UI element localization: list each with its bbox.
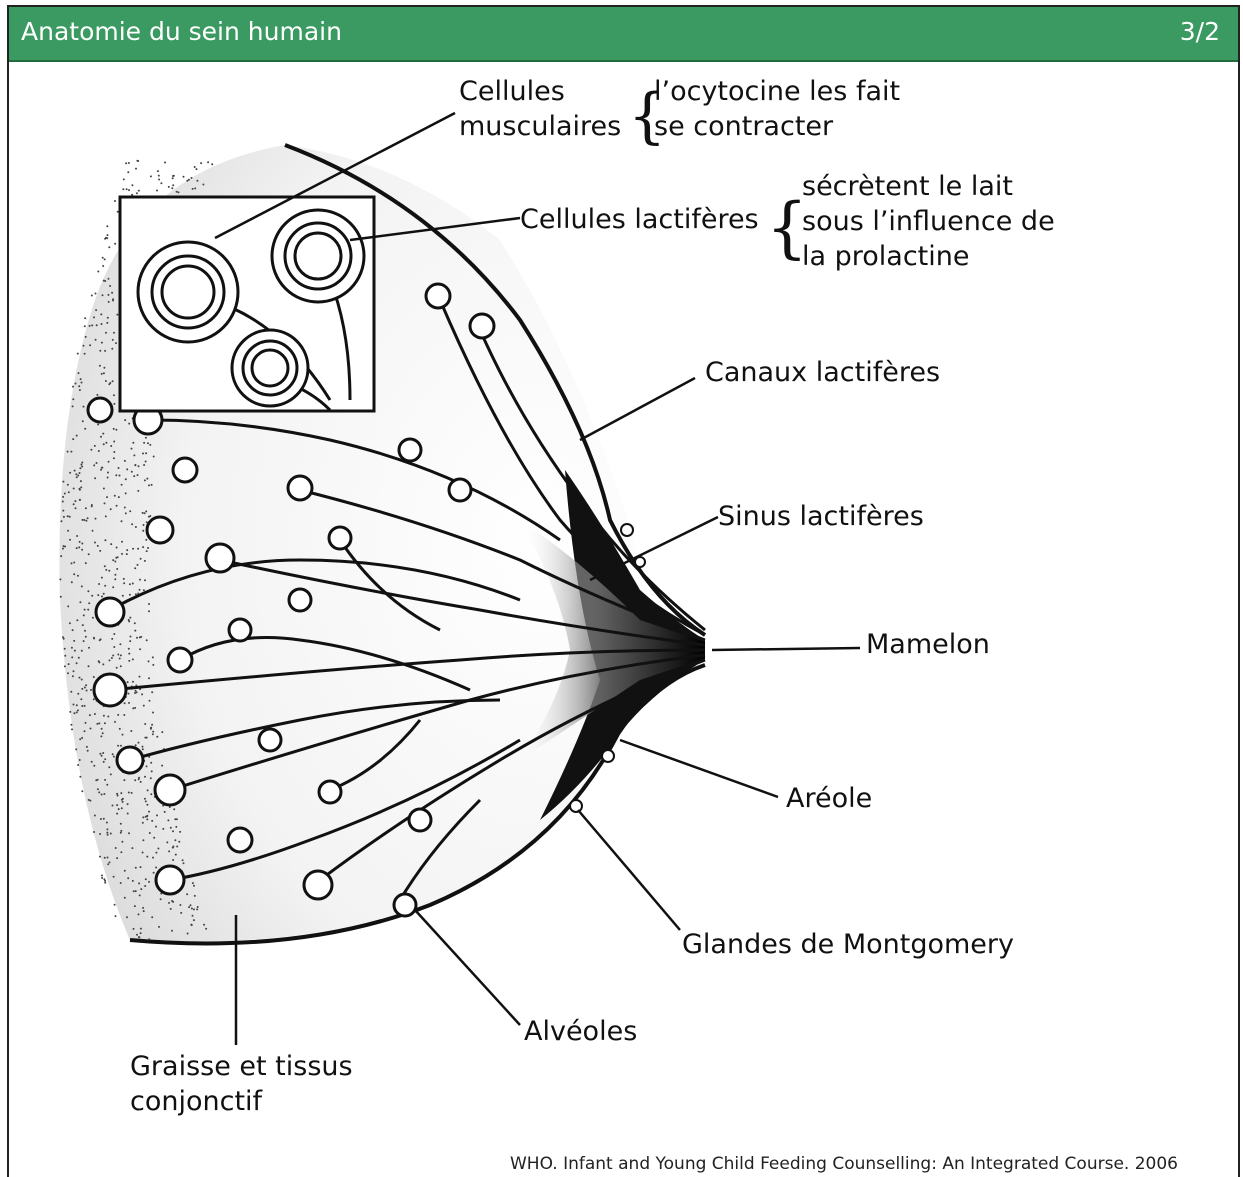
label-ocytocine-1: l’ocytocine les fait [654,76,900,107]
label-cellules-lactiferes: Cellules lactifères [520,204,759,235]
source-citation: WHO. Infant and Young Child Feeding Coun… [510,1154,1178,1174]
label-cellules: Cellules [459,76,565,107]
label-mamelon: Mamelon [866,629,990,660]
label-montgomery: Glandes de Montgomery [682,929,1014,960]
alveolus-bottom [232,330,308,406]
label-graisse-1: Graisse et tissus [130,1051,353,1082]
label-alveoles: Alvéoles [524,1016,637,1047]
label-areole: Aréole [786,783,872,814]
label-secretent-2: sous l’influence de [802,206,1055,237]
cell-inset [120,197,374,411]
alveolus-left [138,242,238,342]
label-musculaires: musculaires [459,111,621,142]
label-secretent-3: la prolactine [802,241,970,272]
label-secretent-1: sécrètent le lait [802,171,1013,202]
label-sinus: Sinus lactifères [718,501,924,532]
label-graisse-2: conjonctif [130,1086,264,1117]
label-canaux: Canaux lactifères [705,357,940,388]
label-ocytocine-2: se contracter [654,111,834,142]
alveolus-right [272,210,364,302]
